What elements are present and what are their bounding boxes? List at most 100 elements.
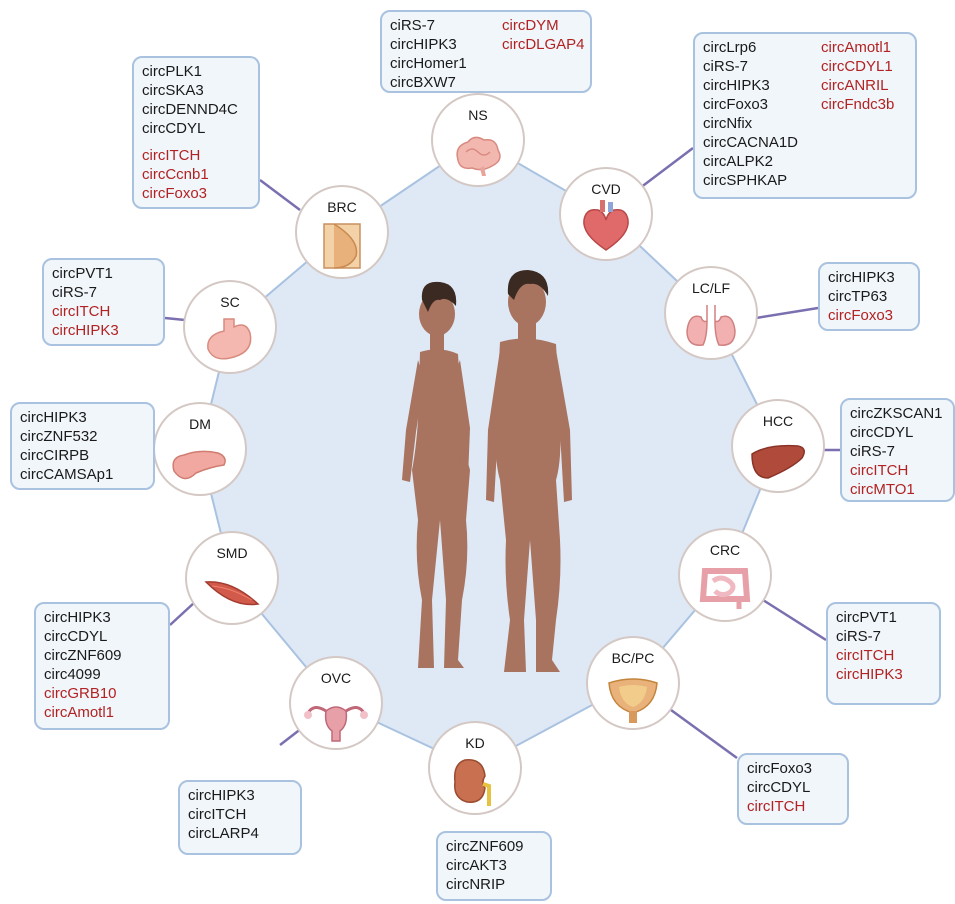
id-item: circCAMSAp1	[20, 465, 113, 484]
id-item: circHIPK3	[44, 608, 122, 627]
node-label-ns: NS	[468, 107, 487, 123]
id-item: circFoxo3	[828, 306, 895, 325]
node-label-hcc: HCC	[763, 413, 793, 429]
id-item: circNRIP	[446, 875, 524, 894]
id-item: circNfix	[703, 114, 798, 133]
id-box-dm: circHIPK3circZNF532circCIRPBcircCAMSAp1	[10, 402, 155, 490]
id-item: circHomer1	[390, 54, 467, 73]
id-item: ciRS-7	[52, 283, 119, 302]
id-item: circCDYL	[747, 778, 812, 797]
id-item: circPVT1	[52, 264, 119, 283]
node-label-smd: SMD	[216, 545, 247, 561]
id-item: circBXW7	[390, 73, 467, 92]
node-crc: CRC	[679, 529, 771, 621]
node-label-dm: DM	[189, 416, 211, 432]
connector-sc	[165, 318, 185, 320]
id-item: circCcnb1	[142, 165, 238, 184]
id-item: circITCH	[188, 805, 259, 824]
id-item: circITCH	[142, 146, 238, 165]
node-kd: KD	[429, 722, 521, 814]
id-item: circZKSCAN1	[850, 404, 943, 423]
id-item: circAKT3	[446, 856, 524, 875]
id-item: ciRS-7	[390, 16, 467, 35]
node-label-crc: CRC	[710, 542, 740, 558]
id-item: circLrp6	[703, 38, 798, 57]
id-item: circSKA3	[142, 81, 238, 100]
id-box-sc: circPVT1ciRS-7circITCHcircHIPK3	[42, 258, 165, 346]
id-item: circCDYL	[44, 627, 122, 646]
id-item: circALPK2	[703, 152, 798, 171]
connector-brc	[260, 180, 300, 210]
id-item: circHIPK3	[836, 665, 903, 684]
node-label-ovc: OVC	[321, 670, 351, 686]
id-item: ciRS-7	[836, 627, 903, 646]
id-item: circCDYL	[850, 423, 943, 442]
node-label-kd: KD	[465, 735, 484, 751]
id-item: circHIPK3	[52, 321, 119, 340]
id-item: circCDYL	[142, 119, 238, 138]
id-item: circHIPK3	[828, 268, 895, 287]
id-item: circTP63	[828, 287, 895, 306]
id-item: circFoxo3	[747, 759, 812, 778]
id-item: circANRIL	[821, 76, 894, 95]
id-item: ciRS-7	[850, 442, 943, 461]
id-item: ciRS-7	[703, 57, 798, 76]
id-item: circAmotl1	[821, 38, 894, 57]
node-label-cvd: CVD	[591, 181, 621, 197]
node-ovc: OVC	[290, 657, 382, 749]
id-item: circPVT1	[836, 608, 903, 627]
id-item: circFndc3b	[821, 95, 894, 114]
id-item: circHIPK3	[703, 76, 798, 95]
id-item: circFoxo3	[703, 95, 798, 114]
node-label-lclf: LC/LF	[692, 280, 730, 296]
id-item: circAmotl1	[44, 703, 122, 722]
id-item: circCACNA1D	[703, 133, 798, 152]
connector-bcpc	[671, 710, 737, 758]
node-cvd: CVD	[560, 168, 652, 260]
node-lclf: LC/LF	[665, 267, 757, 359]
breast-icon	[324, 224, 360, 268]
id-item: circHIPK3	[20, 408, 113, 427]
id-item: circITCH	[747, 797, 812, 816]
id-item: circMTO1	[850, 480, 943, 499]
id-item: circ4099	[44, 665, 122, 684]
node-ns: NS	[432, 94, 524, 186]
id-item: circCIRPB	[20, 446, 113, 465]
id-item: circFoxo3	[142, 184, 238, 203]
id-item: circZNF532	[20, 427, 113, 446]
id-item: circITCH	[52, 302, 119, 321]
id-item: circLARP4	[188, 824, 259, 843]
connector-cvd	[640, 148, 693, 188]
id-item: circDYM	[502, 16, 585, 35]
node-smd: SMD	[186, 532, 278, 624]
connector-smd	[170, 602, 195, 625]
node-label-sc: SC	[220, 294, 239, 310]
id-item: circCDYL1	[821, 57, 894, 76]
id-item: circGRB10	[44, 684, 122, 703]
node-label-brc: BRC	[327, 199, 357, 215]
id-item: circHIPK3	[188, 786, 259, 805]
id-item: circSPHKAP	[703, 171, 798, 190]
id-item: circDENND4C	[142, 100, 238, 119]
node-brc: BRC	[296, 186, 388, 278]
id-item: circITCH	[850, 461, 943, 480]
id-item: circHIPK3	[390, 35, 467, 54]
connector-crc	[763, 600, 826, 640]
node-sc: SC	[184, 281, 276, 373]
id-item: circZNF609	[44, 646, 122, 665]
id-item: circZNF609	[446, 837, 524, 856]
connector-lclf	[756, 308, 818, 318]
node-dm: DM	[154, 403, 246, 495]
node-hcc: HCC	[732, 400, 824, 492]
node-bcpc: BC/PC	[587, 637, 679, 729]
